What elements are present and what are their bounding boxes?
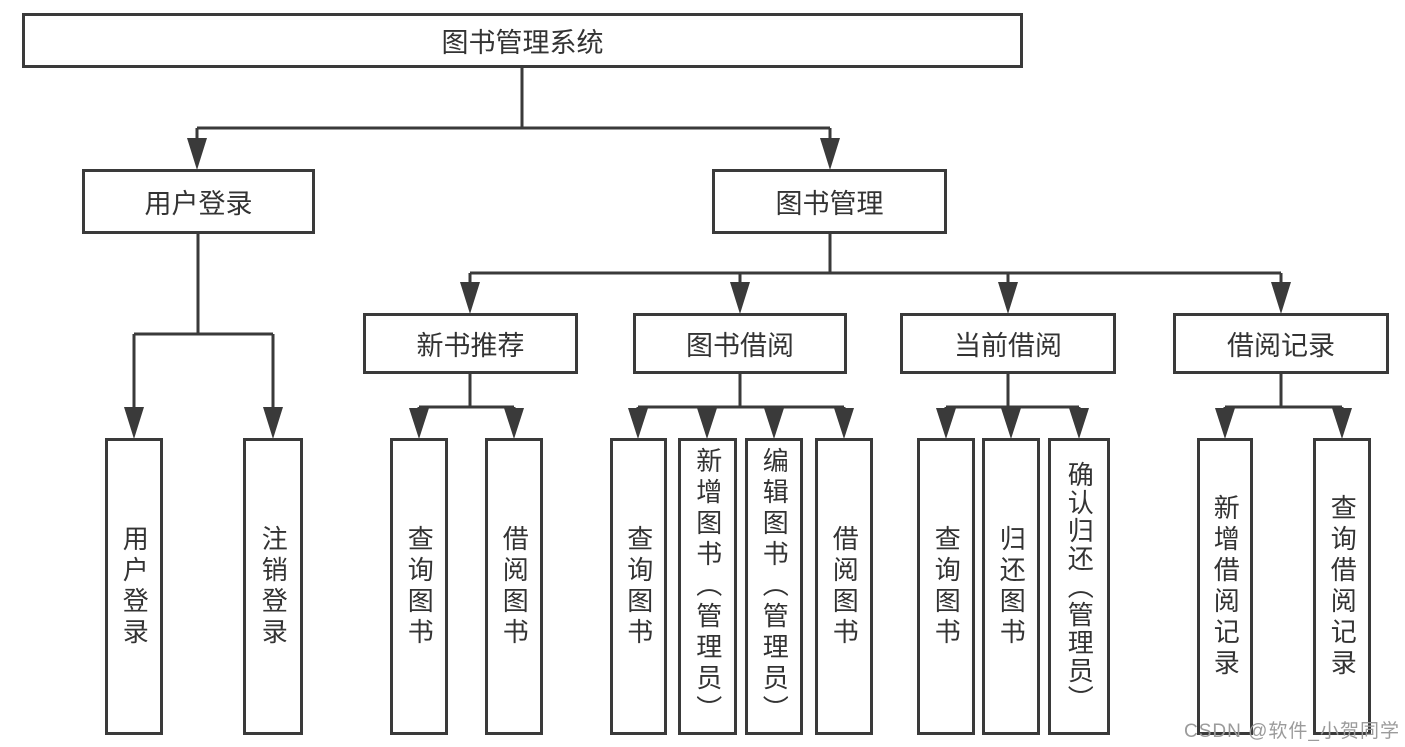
arrow-down-icon xyxy=(936,408,956,439)
arrow-down-icon xyxy=(187,138,207,170)
node-current-borrow: 当前借阅 xyxy=(900,313,1116,374)
node-leaf-borrow-books-recommend: 借阅图书 xyxy=(485,438,543,735)
arrow-down-icon xyxy=(409,408,429,439)
node-leaf-query-books-borrow: 查询图书 xyxy=(610,438,667,735)
connector-user-login-children xyxy=(124,233,283,439)
arrow-down-icon xyxy=(764,408,784,439)
arrow-down-icon xyxy=(1215,408,1235,439)
node-leaf-add-borrow-record: 新增借阅记录 xyxy=(1197,438,1253,735)
connector-book-borrow-children xyxy=(628,374,854,439)
node-book-management: 图书管理 xyxy=(712,169,947,234)
node-leaf-query-borrow-record: 查询借阅记录 xyxy=(1313,438,1371,735)
node-leaf-borrow-books: 借阅图书 xyxy=(815,438,873,735)
node-leaf-confirm-return-admin: 确认归还（管理员） xyxy=(1048,438,1110,735)
connector-borrow-record-children xyxy=(1215,374,1352,439)
connector-book-management-children xyxy=(460,234,1291,314)
arrow-down-icon xyxy=(1001,408,1021,439)
arrow-down-icon xyxy=(504,408,524,439)
arrow-down-icon xyxy=(124,407,144,439)
node-leaf-return-books: 归还图书 xyxy=(982,438,1040,735)
arrow-down-icon xyxy=(1332,408,1352,439)
connector-current-borrow-children xyxy=(936,374,1089,439)
node-leaf-query-books-current: 查询图书 xyxy=(917,438,975,735)
arrow-down-icon xyxy=(1271,282,1291,314)
arrow-down-icon xyxy=(998,282,1018,314)
arrow-down-icon xyxy=(697,408,717,439)
node-leaf-add-books-admin: 新增图书（管理员） xyxy=(678,438,737,735)
node-leaf-query-books-recommend: 查询图书 xyxy=(390,438,448,735)
node-book-borrow: 图书借阅 xyxy=(633,313,847,374)
node-leaf-user-login: 用户登录 xyxy=(105,438,163,735)
node-leaf-logout: 注销登录 xyxy=(243,438,303,735)
node-borrow-record: 借阅记录 xyxy=(1173,313,1389,374)
csdn-watermark: CSDN @软件_小贺同学 xyxy=(1184,721,1400,742)
node-library-management-system: 图书管理系统 xyxy=(22,13,1023,68)
connector-root-to-level2 xyxy=(187,68,840,170)
node-user-login: 用户登录 xyxy=(82,169,315,234)
arrow-down-icon xyxy=(628,408,648,439)
arrow-down-icon xyxy=(820,138,840,170)
arrow-down-icon xyxy=(834,408,854,439)
arrow-down-icon xyxy=(263,407,283,439)
arrow-down-icon xyxy=(460,282,480,314)
arrow-down-icon xyxy=(1069,408,1089,439)
node-leaf-edit-books-admin: 编辑图书（管理员） xyxy=(745,438,803,735)
node-new-book-recommend: 新书推荐 xyxy=(363,313,578,374)
connector-new-book-recommend-children xyxy=(409,374,524,439)
arrow-down-icon xyxy=(730,282,750,314)
